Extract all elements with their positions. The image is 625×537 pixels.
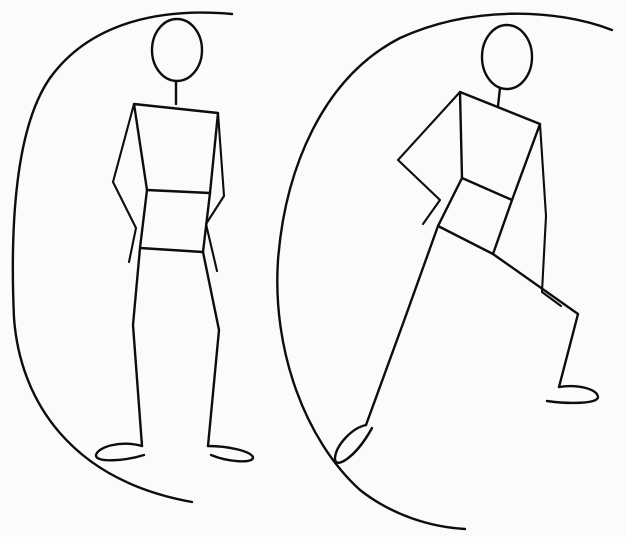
chest — [460, 92, 540, 200]
hips — [140, 190, 210, 252]
left-arm — [113, 104, 136, 262]
back-foot — [335, 425, 372, 463]
stepping-figure — [277, 14, 612, 529]
back-leg — [366, 226, 438, 425]
right-leg — [203, 252, 219, 446]
neck — [498, 88, 500, 106]
head — [152, 19, 202, 81]
left-arm — [398, 92, 460, 224]
chest — [134, 104, 218, 193]
front-leg — [493, 254, 578, 387]
front-foot — [547, 386, 598, 403]
standing-figure — [13, 13, 253, 502]
left-foot — [96, 444, 144, 461]
hips — [438, 178, 512, 254]
enclosing-arc-left — [13, 13, 232, 502]
right-foot — [208, 446, 253, 461]
left-leg — [133, 248, 142, 446]
enclosing-arc-right — [277, 14, 612, 529]
right-arm — [540, 124, 561, 306]
head — [482, 25, 532, 89]
